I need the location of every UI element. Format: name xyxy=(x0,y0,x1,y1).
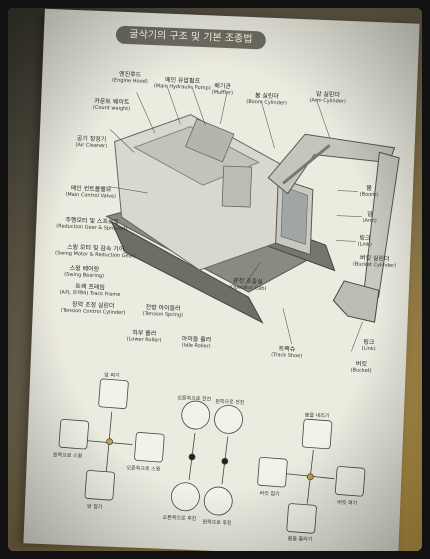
label-muffler: 배기관(Muffler) xyxy=(211,82,234,97)
bucket-shape xyxy=(332,280,380,323)
label-track-frame: 트랙 프레임(A자, 트랙바) Track Frame xyxy=(59,283,121,298)
label-counter-weight: 카운트 웨이트(Count weight) xyxy=(92,97,131,113)
label-arm: 암(Arm) xyxy=(362,210,377,225)
mode-middle-top-left: 오른쪽으로 전진 xyxy=(177,395,212,403)
label-air-cleaner: 공기 청정기(Air Cleaner) xyxy=(75,135,108,150)
label-swing-bearing: 스윙 베어링(Swing Bearing) xyxy=(64,264,105,280)
manual-page: 굴삭기의 구조 및 기본 조종법 xyxy=(23,8,420,551)
operator-cab xyxy=(275,177,314,256)
label-bucket: 버킷(Bucket) xyxy=(350,360,372,375)
label-cab: 운전 조종실(Operator Cab) xyxy=(228,277,267,292)
label-tension-cylinder: 장력 조정 실린더(Tension Control Cylinder) xyxy=(60,301,126,317)
mode-left-right: 오른쪽으로 스윙 xyxy=(126,465,161,473)
mode-middle-bottom-right: 왼쪽으로 후진 xyxy=(202,519,232,527)
control-diagram-right xyxy=(257,418,366,534)
label-side-link: 링크(Link) xyxy=(361,338,376,353)
label-carrier-roller: 아이들 롤러(Idle Roller) xyxy=(181,335,212,350)
label-boom: 붐(Boom) xyxy=(359,184,379,199)
leader-lines xyxy=(107,85,363,352)
mode-left-top: 암 펴기 xyxy=(104,372,120,379)
label-track-shoe: 트랙슈(Track Shoe) xyxy=(271,345,303,360)
label-main-control-valve: 메인 컨트롤밸브(Main Control Valve) xyxy=(65,184,117,200)
control-diagram-middle xyxy=(171,400,243,516)
mode-middle-bottom-left: 오른쪽으로 후진 xyxy=(162,514,197,523)
mode-right-bottom: 붐을 올리기 xyxy=(287,535,313,543)
label-lower-roller: 하부 롤러(Lower Roller) xyxy=(126,329,162,344)
control-diagram-left xyxy=(58,378,165,501)
label-arm-cylinder: 암 실린더(Arm Cylinder) xyxy=(309,90,346,105)
mode-right-left: 버킷 접기 xyxy=(259,490,280,498)
mode-right-top: 붐을 내리기 xyxy=(304,412,330,420)
mode-left-bottom: 암 접기 xyxy=(86,503,103,511)
label-boom-cylinder: 붐 실린더(Boom Cylinder) xyxy=(246,92,288,107)
mode-left-left: 왼쪽으로 스윙 xyxy=(52,452,83,460)
label-engine-hood: 엔진후드(Engine Hood) xyxy=(111,70,148,85)
excavator-illustration xyxy=(58,85,400,534)
mode-middle-top-right: 왼쪽으로 전진 xyxy=(215,398,245,407)
label-link: 링크(Link) xyxy=(357,234,372,248)
photo-frame: 굴삭기의 구조 및 기본 조종법 xyxy=(8,8,422,551)
label-main-pump: 메인 유압펌프(Main Hydraulic Pump) xyxy=(153,76,211,92)
label-bucket-cylinder: 버킷 실린더(Bucket Cylinder) xyxy=(352,254,397,269)
boom-arm xyxy=(267,133,400,298)
mode-right-right: 버킷 펴기 xyxy=(337,499,358,507)
label-idler: 전방 아이들러(Tension Spring) xyxy=(142,303,184,319)
